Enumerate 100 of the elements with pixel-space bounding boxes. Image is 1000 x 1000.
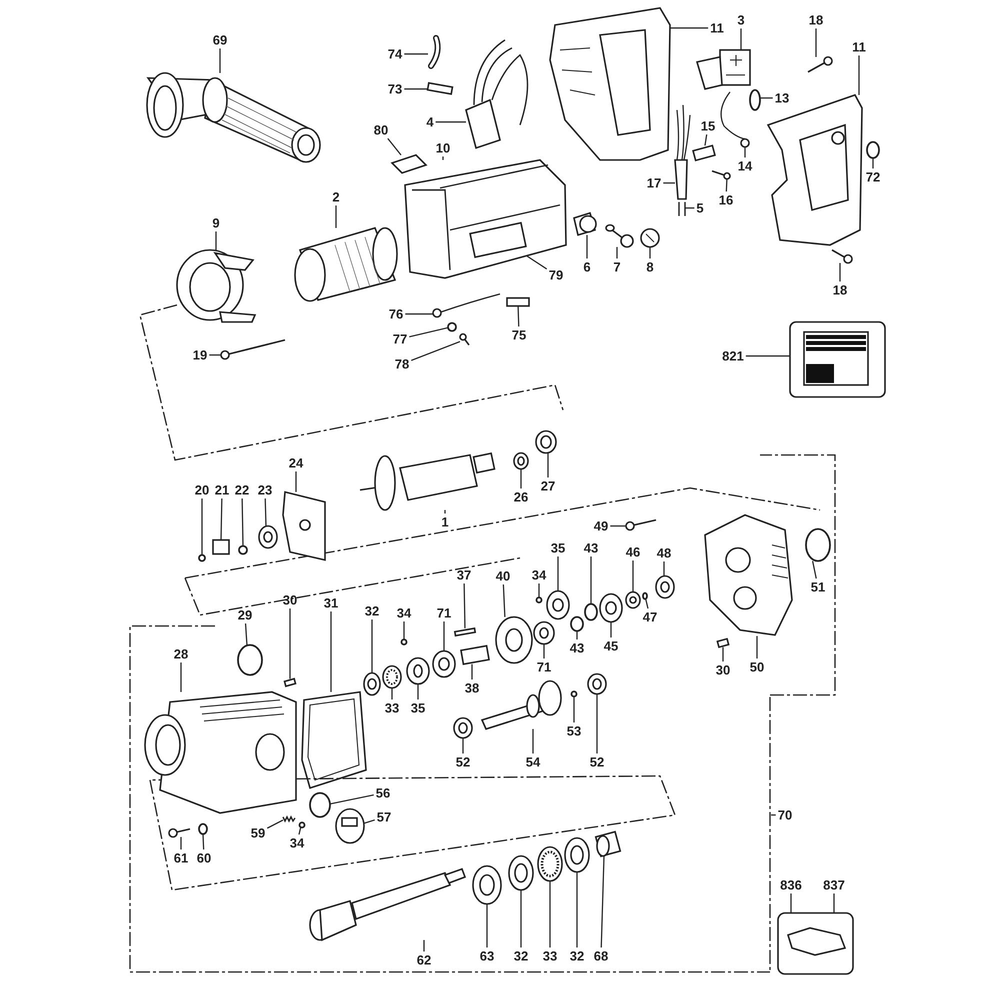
callout-number: 32 [364,604,380,618]
callout-number: 30 [716,664,730,676]
callout-number: 10 [436,142,450,154]
leader-line [417,684,419,700]
leader-line [520,890,522,948]
bearing-drawing [587,673,607,695]
screw-drawing [832,249,853,264]
cord-sleeve-drawing [674,104,691,200]
callout-number: 22 [234,484,250,496]
leader-line [872,158,874,168]
leader-line [520,469,522,488]
washer-drawing [584,603,598,621]
leader-line [632,560,634,592]
washer-drawing [546,590,570,620]
leader-line [740,28,742,50]
leader-line [335,206,337,228]
leader-line [462,738,464,754]
pinion-drawing [212,539,230,555]
handle-half-drawing [549,7,671,161]
leader-line [364,819,375,824]
leader-line [264,498,267,526]
callout-number: 19 [192,348,208,362]
callout-number: 43 [570,642,584,654]
callout-number: 54 [526,756,540,768]
leader-line [726,178,728,192]
callout-number: 34 [532,568,546,582]
callout-number: 5 [696,202,704,214]
leader-line [610,525,626,527]
callout-number: 33 [384,702,400,714]
stator-drawing [294,227,398,302]
leader-line [586,235,588,258]
washer-drawing [570,616,584,632]
callout-number: 61 [174,852,188,864]
wire-terminal-drawing [720,92,750,148]
leader-line [219,48,221,73]
callout-number: 48 [656,546,672,560]
callout-number: 21 [214,484,230,496]
leader-line [596,694,598,754]
washer-drawing [363,672,381,696]
leader-line [839,263,841,282]
ring-drawing [198,554,206,562]
leader-line [670,27,708,29]
leader-line [746,355,790,357]
leader-line [180,662,182,692]
leader-line [610,622,612,638]
callout-number: 38 [464,682,480,694]
gear-housing-drawing [704,514,793,636]
callout-number: 29 [238,608,252,622]
needle-bearing-drawing [382,665,402,689]
callout-number: 35 [550,542,566,554]
callout-number: 69 [212,34,228,46]
needle-sleeve-drawing [594,830,622,858]
leader-line [685,207,694,209]
leader-line [202,834,204,850]
side-handle-drawing [146,72,321,163]
callout-number: 35 [410,702,426,714]
callout-number: 51 [810,580,826,594]
leader-line [600,856,605,948]
callout-number: 70 [778,808,792,822]
cap-drawing [640,228,660,248]
ground-wire-drawing [432,293,500,318]
callout-number: 46 [626,546,640,558]
cap-drawing [866,141,880,159]
o-ring-drawing [309,792,331,818]
brush-holder-drawing [573,212,597,236]
callout-number: 30 [282,594,298,606]
callout-number: 52 [590,756,604,768]
leader-line [538,584,540,597]
leader-line [756,636,758,658]
leader-line [405,313,433,315]
leader-line [518,306,520,327]
spring-drawing [749,89,761,111]
leader-line [858,56,860,95]
leader-line [576,872,578,948]
callout-number: 71 [536,660,552,674]
leader-line [403,622,405,639]
callout-number: 60 [196,852,212,864]
callout-number: 4 [426,116,434,128]
callout-number: 24 [288,456,304,470]
screw-drawing [168,828,190,838]
bearing-drawing [453,717,473,739]
switch-drawing [696,49,751,90]
callout-number: 6 [583,260,591,274]
leader-line [411,340,460,361]
callout-number: 9 [212,216,220,230]
callout-number: 11 [852,40,866,54]
callout-number: 33 [542,950,558,962]
callout-number: 71 [436,606,452,620]
washer-drawing [447,322,457,332]
leader-line [330,612,332,692]
leader-line [590,556,592,604]
leader-line [722,647,724,662]
callout-number: 73 [388,82,402,96]
leader-line [266,820,284,829]
callout-number: 3 [737,14,745,26]
leader-line [404,53,428,55]
callout-number: 20 [194,484,210,496]
spring-drawing [605,224,634,248]
leader-line [616,247,618,258]
sleeve-drawing [460,644,490,666]
